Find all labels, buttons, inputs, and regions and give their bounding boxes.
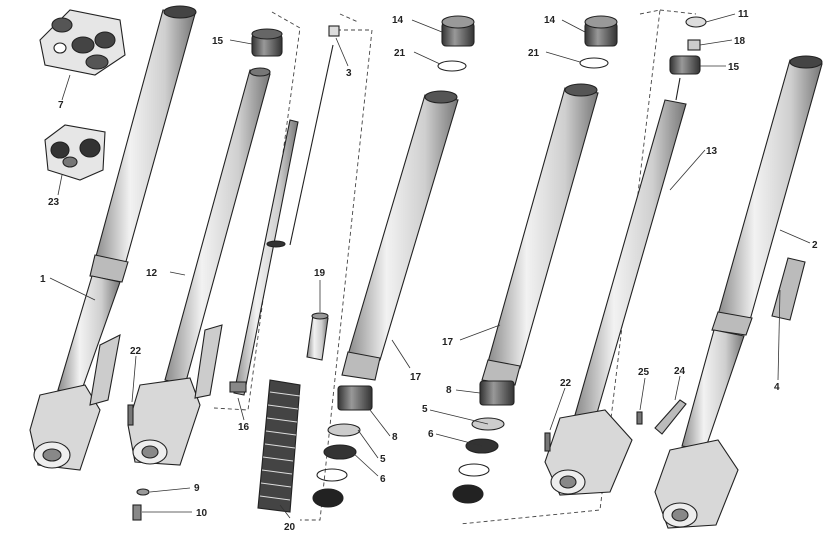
callout-21: 21: [528, 48, 540, 59]
callout-4: 4: [774, 382, 780, 393]
callout-13: 13: [706, 146, 718, 157]
clamp-pads-upper: [39, 9, 126, 76]
callout-3: 3: [346, 68, 352, 79]
fork-leg-left: [29, 5, 197, 471]
callout-15: 15: [728, 62, 740, 73]
callout-11: 11: [738, 9, 749, 20]
damper-rod: [289, 25, 340, 246]
callout-19: 19: [314, 268, 326, 279]
callout-14: 14: [544, 15, 556, 26]
callout-17: 17: [410, 372, 422, 383]
fork-guard: [771, 257, 806, 321]
dashed-outline-right-cartridge: [459, 9, 697, 525]
spring-coils: [259, 391, 301, 501]
callout-22: 22: [130, 346, 142, 357]
callouts: 1 2 3 4 5 5 6 6 7 8 8 9 10 11 12 13 14 1…: [40, 9, 818, 533]
callout-16: 16: [238, 422, 250, 433]
callout-9: 9: [194, 483, 200, 494]
leader-lines: [49, 13, 811, 519]
callout-8: 8: [446, 385, 452, 396]
cap-and-ring-middle-right: [579, 15, 618, 69]
callout-20: 20: [284, 522, 296, 533]
callout-17: 17: [442, 337, 454, 348]
fork-leg-right: [654, 55, 823, 529]
callout-8: 8: [392, 432, 398, 443]
callout-5: 5: [380, 454, 386, 465]
fork-spring: [257, 312, 329, 513]
cap-and-ring-middle-left: [437, 15, 475, 72]
callout-7: 7: [58, 100, 64, 111]
inner-tube-left: [127, 67, 271, 466]
callout-6: 6: [428, 429, 434, 440]
screws: [127, 399, 687, 521]
callout-2: 2: [812, 240, 818, 251]
callout-18: 18: [734, 36, 746, 47]
callout-6: 6: [380, 474, 386, 485]
callout-24: 24: [674, 366, 686, 377]
callout-21: 21: [394, 48, 406, 59]
callout-15: 15: [212, 36, 224, 47]
callout-14: 14: [392, 15, 404, 26]
outer-tube-middle-left: [341, 90, 459, 381]
callout-1: 1: [40, 274, 46, 285]
seal-stack-middle-right: [452, 380, 515, 504]
callout-5: 5: [422, 404, 428, 415]
callout-10: 10: [196, 508, 208, 519]
seal-stack-middle-left: [312, 385, 373, 508]
outer-tube-middle-right: [481, 83, 599, 386]
callout-12: 12: [146, 268, 158, 279]
clamp-pads-lower: [44, 124, 106, 181]
callout-23: 23: [48, 197, 60, 208]
cartridge-tube: [229, 119, 299, 396]
top-parts-right: [669, 16, 707, 75]
top-cap-left: [251, 28, 283, 57]
callout-22: 22: [560, 378, 572, 389]
callout-25: 25: [638, 367, 650, 378]
inner-tube-right: [544, 77, 687, 496]
